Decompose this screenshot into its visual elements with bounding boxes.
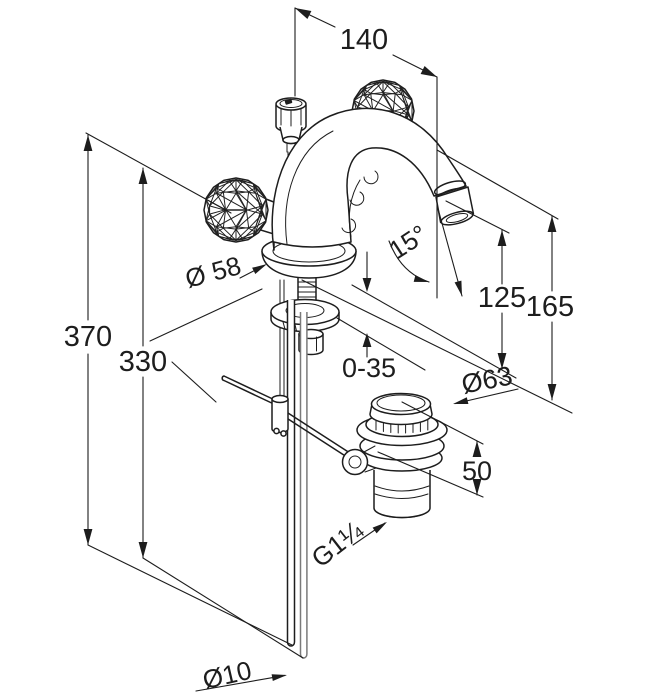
knob-logo-mark: [284, 98, 293, 105]
label-pipe-diameter: Ø10: [200, 655, 255, 695]
label-total-height: 370: [64, 321, 112, 353]
spout: [271, 107, 475, 251]
label-base-diameter: Ø 58: [182, 250, 244, 294]
label-spout-top-height: 165: [526, 291, 574, 323]
label-deck-clamp-range: 0-35: [342, 353, 396, 383]
waste-lever-ball-joint: [341, 448, 369, 476]
label-outlet-height: 125: [478, 282, 526, 314]
label-waste-diameter: Ø63: [459, 360, 515, 399]
label-waste-thread: G1¼: [306, 515, 369, 574]
left-handle-crystal: [203, 177, 269, 243]
dimension-lines: [83, 7, 573, 692]
label-pipe-height: 330: [119, 346, 167, 378]
label-spout-angle: 15°: [383, 219, 432, 266]
supply-pipe-front: [286, 300, 296, 647]
pop-up-waste-assembly: [341, 392, 448, 519]
label-spout-reach: 140: [340, 24, 388, 56]
pop-up-linkage: [221, 375, 354, 460]
supply-pipe-rear: [299, 312, 308, 659]
label-waste-clamp-height: 50: [462, 456, 492, 486]
aerator: [440, 210, 474, 226]
